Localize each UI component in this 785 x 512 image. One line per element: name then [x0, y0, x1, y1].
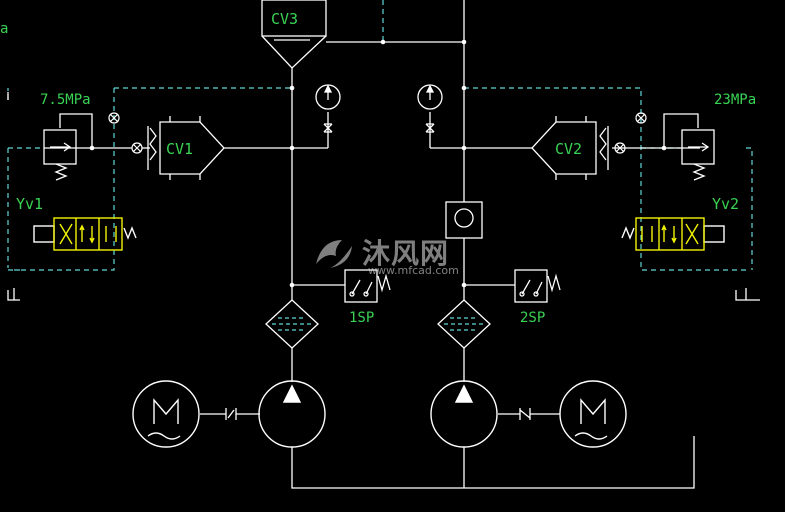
pressure-switch-1sp	[344, 269, 391, 303]
label-yv2: Yv2	[712, 195, 740, 213]
label-2sp: 2SP	[520, 310, 546, 326]
pressure-gauge-left	[315, 84, 341, 133]
pump-left	[258, 380, 326, 448]
watermark-brand: 沐风网	[362, 237, 450, 270]
filter-right	[437, 299, 491, 349]
label-cv2: CV2	[555, 140, 583, 158]
label-edge-a: a	[0, 21, 9, 37]
check-valve-box	[445, 201, 483, 239]
label-yv1: Yv1	[16, 195, 44, 213]
motor-right	[559, 380, 627, 448]
cv1-valve	[147, 116, 225, 180]
label-cv1: CV1	[166, 140, 194, 158]
cv2-valve	[531, 116, 609, 180]
yv2-solenoid-valve	[621, 217, 725, 251]
label-pressure-left: 7.5MPa	[40, 92, 91, 108]
pressure-gauge-right	[417, 84, 443, 133]
junction-dots	[89, 39, 667, 288]
watermark: 沐风网 www.mfcad.com	[312, 232, 482, 278]
filter-left	[265, 299, 319, 349]
motor-left	[132, 380, 200, 448]
label-pressure-right: 23MPa	[714, 92, 757, 108]
cv3-valve	[261, 0, 327, 69]
label-cv3: CV3	[271, 10, 299, 28]
throttle-icons	[108, 112, 647, 154]
pump-right	[430, 380, 498, 448]
mfcad-logo-icon	[316, 240, 352, 268]
relief-valve-left	[43, 129, 77, 181]
label-1sp: 1SP	[349, 310, 375, 326]
main-lines	[7, 0, 760, 489]
pilot-lines	[7, 0, 753, 271]
watermark-url: www.mfcad.com	[368, 264, 459, 277]
pressure-switch-2sp	[514, 269, 561, 303]
coupling-icons	[225, 408, 531, 420]
relief-valve-right	[681, 129, 715, 181]
yv1-solenoid-valve	[33, 217, 137, 251]
